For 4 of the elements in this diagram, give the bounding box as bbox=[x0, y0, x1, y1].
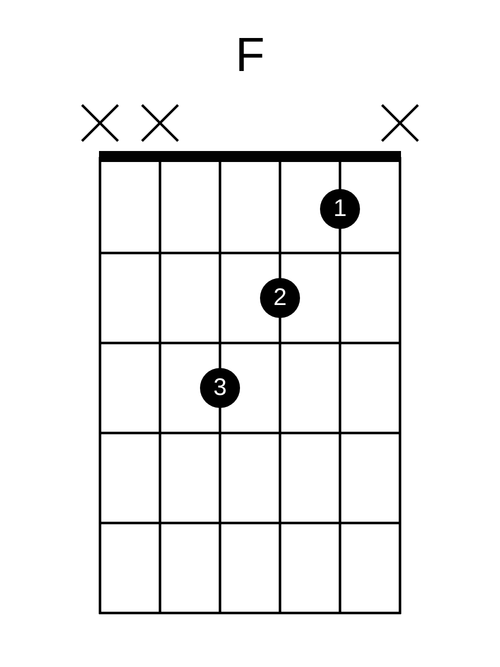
finger-dot: 1 bbox=[320, 189, 360, 229]
finger-dot: 2 bbox=[260, 278, 300, 318]
chord-title: F bbox=[235, 28, 265, 84]
finger-dot: 3 bbox=[200, 368, 240, 408]
